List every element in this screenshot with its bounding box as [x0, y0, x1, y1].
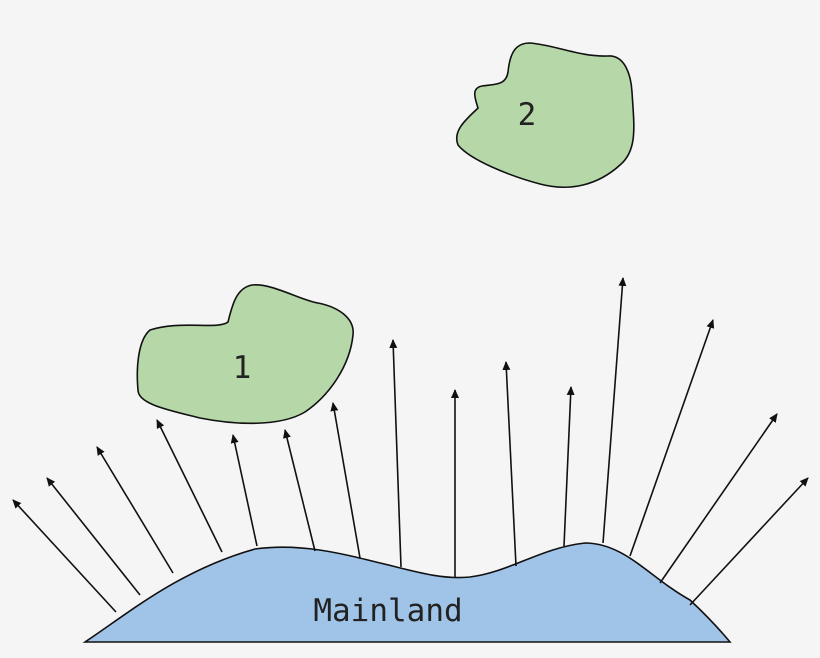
- dispersal-arrow-6: [283, 429, 316, 552]
- dispersal-arrow-2: [46, 477, 141, 596]
- dispersal-arrow-1: [12, 499, 117, 613]
- island-1-label: 1: [233, 350, 252, 386]
- dispersal-arrow-14: [659, 413, 778, 584]
- mainland-shape: [82, 542, 732, 643]
- dispersal-arrow-11: [563, 386, 575, 547]
- dispersal-arrow-10: [502, 361, 517, 567]
- dispersal-arrow-8: [389, 339, 402, 568]
- dispersal-arrow-5: [230, 434, 258, 547]
- island-1-shape: [136, 284, 354, 425]
- island-2-label: 2: [518, 97, 537, 133]
- dispersal-arrow-13: [629, 319, 715, 557]
- dispersal-arrows: [12, 277, 809, 613]
- dispersal-arrow-4: [156, 419, 223, 553]
- mainland-label: Mainland: [313, 593, 462, 629]
- dispersal-arrow-15: [689, 477, 809, 606]
- dispersal-arrow-3: [96, 446, 174, 574]
- dispersal-arrow-7: [330, 402, 361, 559]
- dispersal-arrow-12: [602, 277, 627, 544]
- island-2-shape: [455, 42, 635, 189]
